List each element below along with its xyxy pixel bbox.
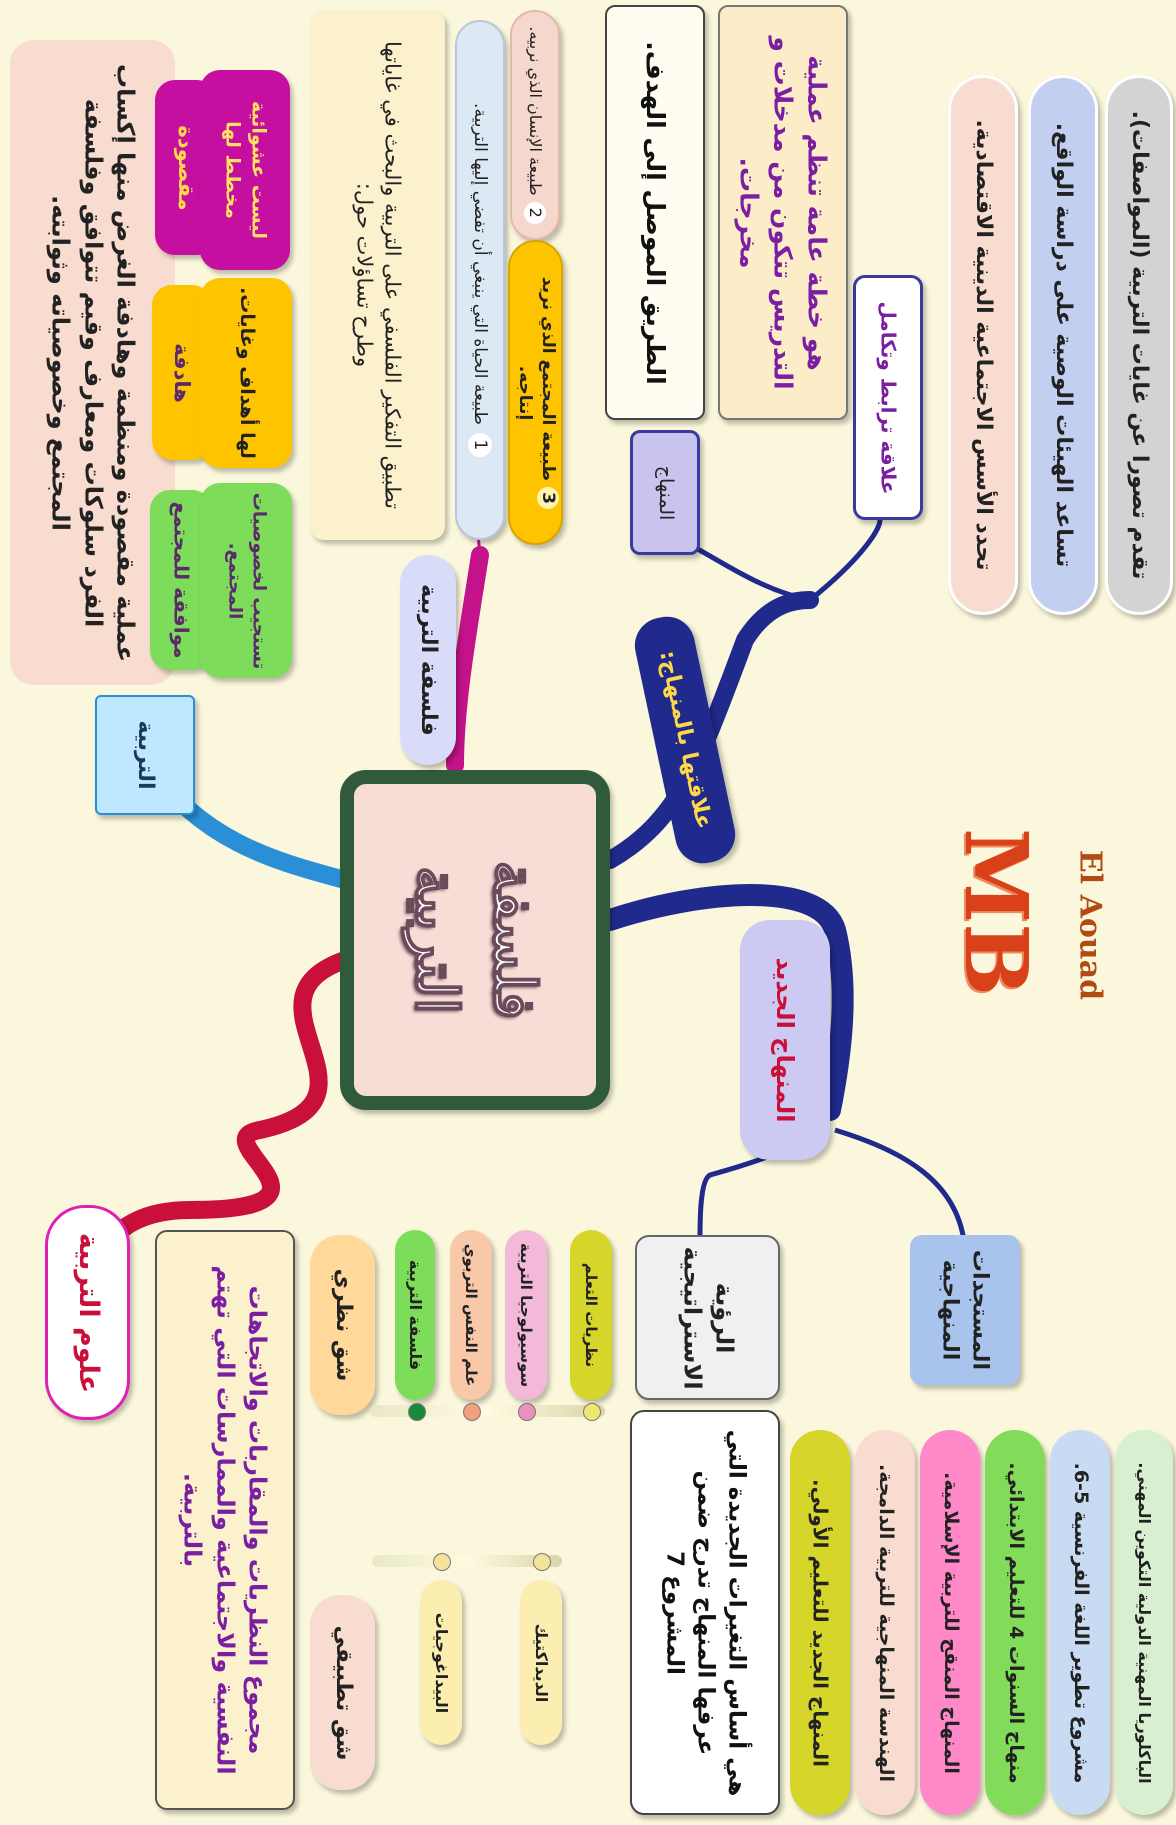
- branch-falsafa: [446, 546, 489, 774]
- updates-label: المستجدات المنهاجية: [910, 1235, 1020, 1385]
- branch-new-manhaj: [599, 884, 854, 1121]
- branch-to-relation: [808, 519, 883, 602]
- applied-item-2: الديداكتيك: [520, 1580, 562, 1745]
- relation-label: علاقة ترابط وتكامل: [853, 275, 923, 520]
- theory-dot-2: [463, 1403, 481, 1421]
- update-item-5: مشروع تطوير اللغة الفرنسية 5-6.: [1050, 1430, 1110, 1815]
- theory-label: شق نظري: [310, 1235, 375, 1415]
- manhaj-definition-1: الطريق الموصل إلى الهدف.: [605, 5, 705, 420]
- question-2-num: 2: [524, 201, 546, 224]
- sciences-definition: مجموع النظريات والمقاربات والاتجاهات الن…: [155, 1230, 295, 1810]
- question-1-text: طبيعة الحياة التي ينبغي أن تفضي إليها ال…: [470, 103, 490, 425]
- tarbiya-definition: عملية مقصودة ومنظمة وهادفة الغرض منها إك…: [10, 40, 175, 685]
- tarbiya-label: التربية: [95, 695, 195, 815]
- logo-initials: MB: [945, 828, 1047, 996]
- falsafa-question-1: 1 طبيعة الحياة التي ينبغي أن تفضي إليها ا…: [455, 20, 505, 540]
- manhaj-definition-2: هو خطة عامة تنظم عملية التدريس تتكون من …: [718, 5, 848, 420]
- theory-dot-3: [518, 1403, 536, 1421]
- theory-item-2: علم النفس التربوي: [450, 1230, 492, 1400]
- update-item-2: الهندسة المنهاجية للتربية الدامجة.: [855, 1430, 915, 1815]
- update-item-6: الباكلوريا المهنية الدولية التكوين المهن…: [1115, 1430, 1173, 1815]
- feature-3-desc: تستجيب لخصوصيات المجتمع.: [200, 483, 292, 678]
- question-1-num: 1: [468, 432, 492, 457]
- applied-label: شق تطبيقي: [310, 1595, 375, 1790]
- new-manhaj-label: المنهاج الجديد: [740, 920, 830, 1160]
- question-3-text: طبيعة المجتمع الذي نريد إنتاجه.: [514, 276, 558, 481]
- branch-new-manhaj-fork2: [834, 1127, 968, 1251]
- theory-item-3: سوسيولوجيا التربية: [505, 1230, 547, 1400]
- falsafa-label: فلسفة التربية: [400, 555, 456, 765]
- update-item-4: منهاج السنوات 4 للتعليم الابتدائي.: [985, 1430, 1045, 1815]
- feature-1-desc: ليست عشوائية مخطط لها: [200, 70, 290, 270]
- applied-dot-2: [533, 1553, 551, 1571]
- logo-name: El Aouad: [1072, 849, 1108, 1001]
- center-title: فلسفة التربية: [401, 859, 549, 1020]
- vision-description: هي أساس التغيرات الجديدة التي عرفها المن…: [630, 1410, 780, 1815]
- manhaj-role-2: تساعد الهيئات الوصية على دراسة الواقع.: [1028, 75, 1098, 615]
- update-item-3: المنهاج المنقح للتربية الإسلامية.: [920, 1430, 980, 1815]
- question-3-num: 3: [536, 486, 559, 509]
- logo: MB El Aouad: [895, 828, 1107, 1000]
- applied-rod: [372, 1555, 562, 1567]
- update-item-1: المنهاج الجديد للتعليم الأولي.: [790, 1430, 850, 1815]
- falsafa-question-3: 3 طبيعة المجتمع الذي نريد إنتاجه.: [508, 240, 563, 545]
- applied-dot-1: [433, 1553, 451, 1571]
- theory-item-4: نظريات التعلم: [570, 1230, 612, 1400]
- theory-item-1: فلسفة التربية: [395, 1230, 435, 1400]
- branch-sciences: [101, 951, 354, 1249]
- theory-dot-1: [408, 1403, 426, 1421]
- manhaj-role-3: تقدم تصورا عن غايات التربية (المواصفات).: [1105, 75, 1173, 615]
- applied-item-1: البيداغوجيات: [420, 1580, 462, 1745]
- question-2-text: طبيعة الإنسان الذي نربيه.: [526, 26, 545, 196]
- manhaj-role-1: تحدد الأسس الاجتماعية الدينية الاقتصادية…: [948, 75, 1018, 615]
- falsafa-question-2: 2 طبيعة الإنسان الذي نربيه.: [510, 10, 560, 240]
- feature-2-desc: لها أهداف وغايات.: [200, 278, 292, 468]
- falsafa-description: تطبيق التفكير الفلسفي على التربية والبحث…: [310, 10, 445, 540]
- center-node: فلسفة التربية: [340, 770, 610, 1110]
- sciences-label: علوم التربية: [45, 1205, 130, 1420]
- theory-rod: [370, 1405, 605, 1417]
- vision-label: الرؤية الاستراتيجية: [635, 1235, 780, 1400]
- branch-manhaj-relation: [601, 591, 819, 869]
- theory-dot-4: [583, 1403, 601, 1421]
- manhaj-label: المنهاج: [630, 430, 700, 555]
- branch-to-manhaj: [688, 542, 811, 603]
